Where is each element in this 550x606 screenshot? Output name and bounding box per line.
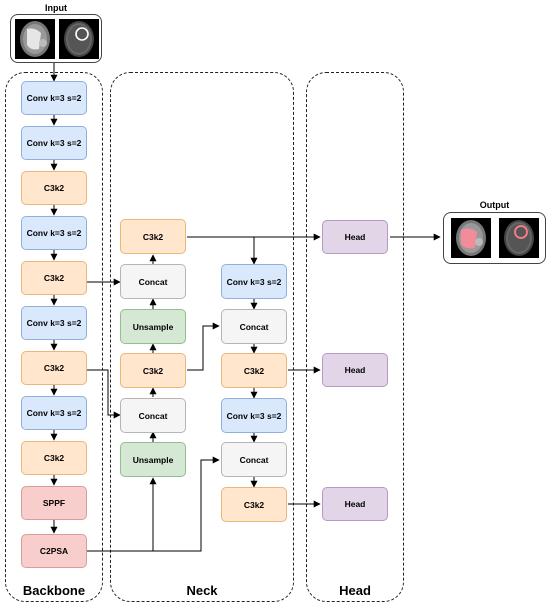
neck-right-concat-2: Concat bbox=[221, 442, 287, 477]
neck-left-c3k2-top: C3k2 bbox=[120, 219, 186, 254]
input-mask-image bbox=[59, 19, 99, 59]
head-group bbox=[306, 72, 404, 602]
backbone-conv-3: Conv k=3 s=2 bbox=[21, 216, 87, 250]
output-label: Output bbox=[479, 200, 510, 210]
head-1: Head bbox=[322, 220, 388, 254]
output-mri-image bbox=[451, 218, 491, 258]
input-label: Input bbox=[45, 3, 67, 13]
output-frame bbox=[443, 212, 546, 264]
backbone-c3k2-1: C3k2 bbox=[21, 171, 87, 205]
neck-group bbox=[110, 72, 294, 602]
output-mask-image bbox=[499, 218, 539, 258]
neck-right-concat-1: Concat bbox=[221, 309, 287, 344]
neck-right-conv-2: Conv k=3 s=2 bbox=[221, 398, 287, 433]
head-3: Head bbox=[322, 487, 388, 521]
head-label: Head bbox=[339, 583, 371, 598]
input-frame bbox=[10, 14, 102, 63]
neck-left-concat-1: Concat bbox=[120, 264, 186, 299]
backbone-conv-4: Conv k=3 s=2 bbox=[21, 306, 87, 340]
neck-label: Neck bbox=[186, 583, 218, 598]
backbone-c2psa: C2PSA bbox=[21, 534, 87, 568]
neck-left-unsample-2: Unsample bbox=[120, 442, 186, 477]
neck-right-c3k2-1: C3k2 bbox=[221, 353, 287, 388]
backbone-conv-2: Conv k=3 s=2 bbox=[21, 126, 87, 160]
neck-left-unsample-1: Unsample bbox=[120, 309, 186, 344]
backbone-label: Backbone bbox=[22, 583, 86, 598]
backbone-conv-1: Conv k=3 s=2 bbox=[21, 81, 87, 115]
neck-left-c3k2-mid: C3k2 bbox=[120, 353, 186, 388]
neck-left-concat-2: Concat bbox=[120, 398, 186, 433]
backbone-sppf: SPPF bbox=[21, 486, 87, 520]
backbone-conv-5: Conv k=3 s=2 bbox=[21, 396, 87, 430]
backbone-c3k2-3: C3k2 bbox=[21, 351, 87, 385]
neck-right-c3k2-2: C3k2 bbox=[221, 487, 287, 522]
neck-right-conv-1: Conv k=3 s=2 bbox=[221, 264, 287, 299]
input-mri-image bbox=[15, 19, 55, 59]
backbone-c3k2-2: C3k2 bbox=[21, 261, 87, 295]
backbone-c3k2-4: C3k2 bbox=[21, 441, 87, 475]
head-2: Head bbox=[322, 353, 388, 387]
